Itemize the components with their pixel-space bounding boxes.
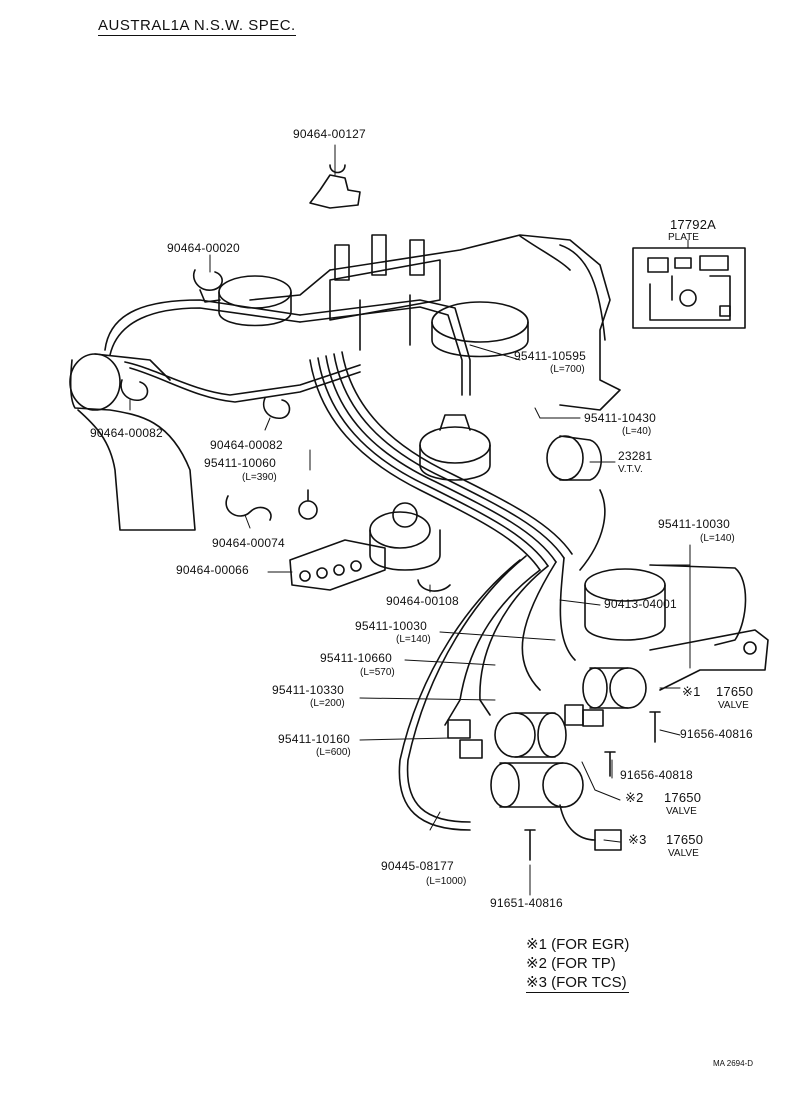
part-label-p16: 95411-10330 (272, 683, 345, 697)
part-label-p3: 95411-10595 (514, 349, 587, 363)
valve-2-body (494, 704, 584, 758)
upper-hoses (104, 299, 471, 403)
part-label-p21: 91651-40816 (490, 896, 563, 910)
valve-1-name: VALVE (718, 700, 749, 711)
clip-74 (225, 489, 318, 521)
part-length-p20: (L=1000) (426, 876, 467, 887)
part-label-p11: 95411-10030 (658, 517, 731, 531)
page-title: AUSTRAL1A N.S.W. SPEC. (98, 17, 296, 36)
part-label-p8: 23281 (618, 449, 653, 463)
valve-3-name: VALVE (668, 848, 699, 859)
valve-1-number: 17650 (716, 684, 754, 699)
part-label-p12: 90464-00108 (386, 594, 459, 608)
clip-82b (263, 397, 291, 420)
engine-outline (249, 234, 621, 411)
part-label-p1: 90464-00127 (293, 127, 366, 141)
valve-3-body (490, 762, 584, 808)
clip-20 (193, 269, 223, 303)
vacuum-reservoir (584, 564, 747, 646)
drawing-code: MA 2694-D (713, 1059, 754, 1068)
part-label-p20: 90445-08177 (381, 859, 454, 873)
engine-diaphragm (431, 301, 529, 358)
part-label-p10: 90464-00066 (176, 563, 249, 577)
part-length-p3: (L=700) (550, 364, 585, 375)
connectors (447, 709, 622, 851)
part-label-p5: 90464-00082 (210, 438, 283, 452)
legend: ※1 (FOR EGR) ※2 (FOR TP) ※3 (FOR TCS) (526, 935, 630, 993)
bolts (524, 711, 661, 861)
intake-duct (69, 353, 196, 531)
clip-66 (289, 539, 386, 591)
part-label-p9: 90464-00074 (212, 536, 285, 550)
part-label-p6: 95411-10060 (204, 456, 277, 470)
distributor-cap (329, 234, 441, 351)
part-label-p19: 91656-40818 (620, 768, 693, 782)
valve-1-body (582, 667, 647, 709)
valve-3-number: 17650 (666, 832, 704, 847)
vtv-cylinder (546, 435, 603, 481)
part-length-p17: (L=600) (316, 747, 351, 758)
valve-2-number: 17650 (664, 790, 702, 805)
valve-2-name: VALVE (666, 806, 697, 817)
air-canister (218, 275, 292, 327)
part-length-p15: (L=570) (360, 667, 395, 678)
lower-hoses (398, 489, 606, 831)
part-label-p4: 90464-00082 (90, 426, 163, 440)
clip-108 (417, 579, 451, 592)
part-label-p2: 90464-00020 (167, 241, 240, 255)
valve-3-ref: ※3 (628, 832, 647, 847)
legend-item-egr: ※1 (FOR EGR) (526, 936, 630, 953)
part-label-p7: 95411-10430 (584, 411, 657, 425)
part-name-p8: V.T.V. (618, 464, 643, 475)
part-length-p6: (L=390) (242, 472, 277, 483)
part-label-p13: 90413-04001 (604, 597, 677, 611)
part-label-p15: 95411-10660 (320, 651, 393, 665)
valve-1-ref: ※1 (682, 684, 701, 699)
part-length-p16: (L=200) (310, 698, 345, 709)
center-diaphragm (419, 414, 491, 481)
valve-2-ref: ※2 (625, 790, 644, 805)
leader-lines (129, 144, 691, 896)
part-length-p7: (L=40) (622, 426, 652, 437)
plate-number: 17792A (670, 217, 717, 232)
legend-item-tcs: ※3 (FOR TCS) (526, 973, 630, 993)
part-length-p11: (L=140) (700, 533, 735, 544)
mount-bracket (649, 629, 769, 691)
clip-82a (120, 379, 149, 402)
plate-drawing (632, 247, 746, 329)
clip-top (309, 164, 361, 209)
legend-item-tp: ※2 (FOR TP) (526, 955, 616, 972)
part-label-p14: 95411-10030 (355, 619, 428, 633)
plate-name: PLATE (668, 232, 699, 243)
part-label-p18: 91656-40816 (680, 727, 753, 741)
egr-valve-body (369, 502, 441, 571)
hose-bundle (309, 351, 573, 571)
part-length-p14: (L=140) (396, 634, 431, 645)
part-label-p17: 95411-10160 (278, 732, 351, 746)
